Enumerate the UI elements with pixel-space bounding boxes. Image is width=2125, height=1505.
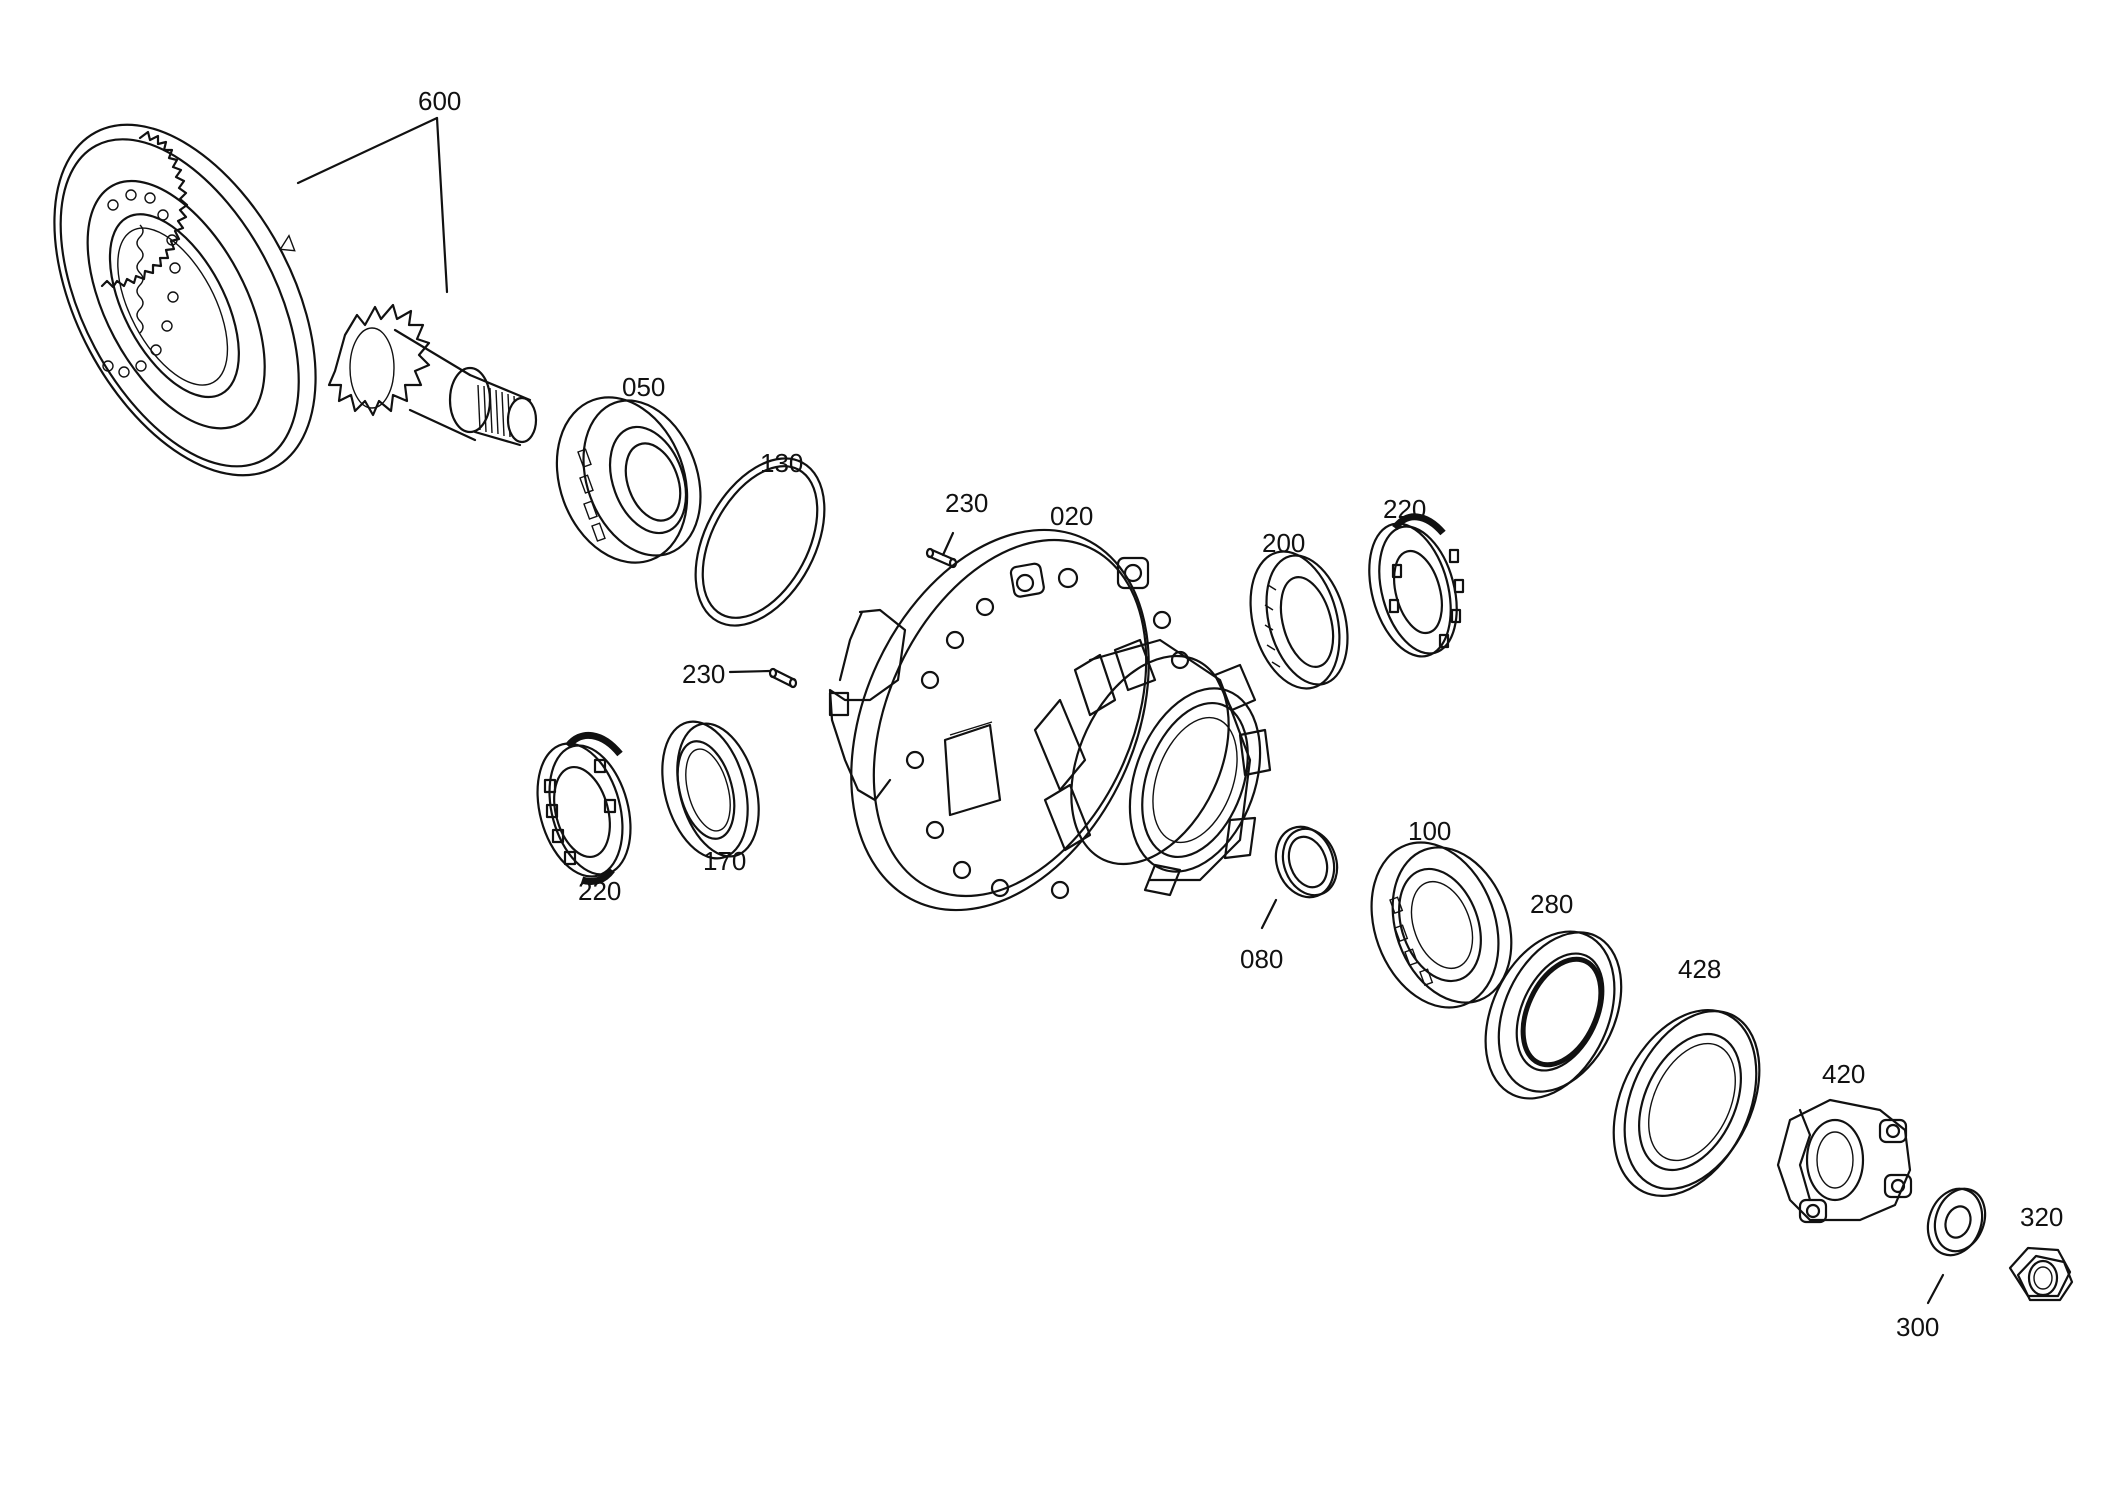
nut-320 — [2008, 1246, 2074, 1302]
label-200: 200 — [1262, 528, 1305, 558]
differential-housing-020 — [828, 528, 1272, 912]
crown-wheel-600 — [53, 123, 317, 477]
washer-300 — [1926, 1187, 1987, 1257]
pin-230-left — [768, 667, 798, 689]
label-320: 320 — [2020, 1202, 2063, 1232]
label-170: 170 — [703, 846, 746, 876]
output-flange-420 — [1776, 1098, 1913, 1224]
seal-280 — [1484, 930, 1623, 1100]
drive-pinion-600 — [327, 303, 538, 447]
leader-lines — [296, 116, 1945, 1305]
label-230-left: 230 — [682, 659, 725, 689]
label-428: 428 — [1678, 954, 1721, 984]
label-100: 100 — [1408, 816, 1451, 846]
label-220-top: 220 — [1383, 494, 1426, 524]
bearing-200 — [1249, 550, 1349, 690]
label-020: 020 — [1050, 501, 1093, 531]
bearing-170 — [661, 720, 760, 860]
o-ring-130 — [694, 457, 826, 627]
bearing-050 — [555, 396, 702, 564]
bearing-100 — [1370, 841, 1513, 1009]
adjusting-ring-220-top — [1368, 513, 1465, 658]
shim-ring-080 — [1274, 825, 1339, 899]
label-600: 600 — [418, 86, 461, 116]
adjusting-ring-220-bottom — [536, 731, 632, 885]
label-050: 050 — [622, 372, 665, 402]
label-220-bottom: 220 — [578, 876, 621, 906]
label-230-top: 230 — [945, 488, 988, 518]
label-080: 080 — [1240, 944, 1283, 974]
label-130: 130 — [760, 448, 803, 478]
label-280: 280 — [1530, 889, 1573, 919]
deflector-428 — [1612, 1009, 1761, 1197]
label-300: 300 — [1896, 1312, 1939, 1342]
pin-230-top — [925, 547, 958, 569]
label-420: 420 — [1822, 1059, 1865, 1089]
